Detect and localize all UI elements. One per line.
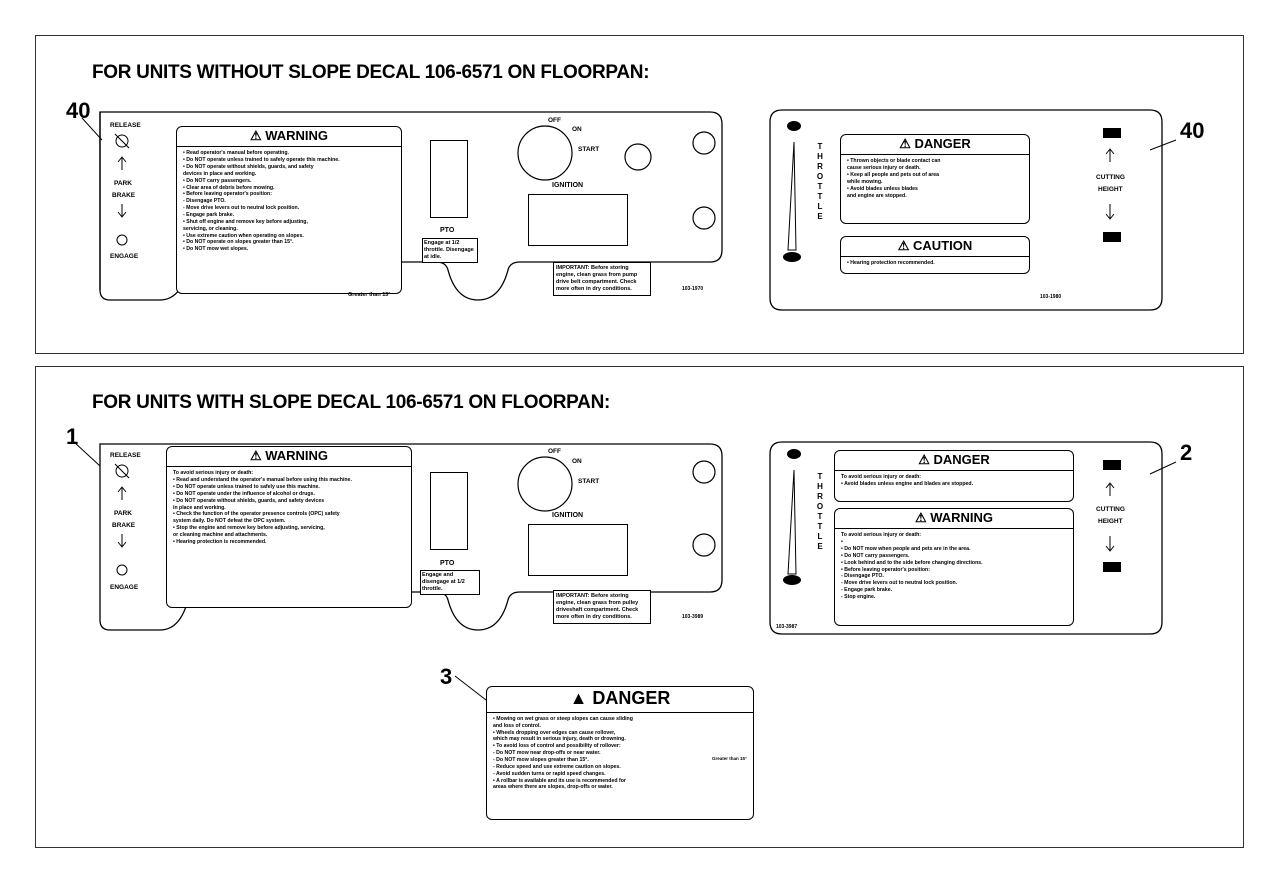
caution-title: ⚠ CAUTION (841, 237, 1029, 258)
park-label-2: PARK (114, 510, 132, 517)
ignition-off: OFF (548, 117, 561, 124)
callout-40-right: 40 (1180, 118, 1205, 143)
ignition-on-2: ON (572, 458, 582, 465)
section1-heading: FOR UNITS WITHOUT SLOPE DECAL 106-6571 O… (92, 62, 650, 83)
pto-note-2: Engage and disengage at 1/2 throttle. (420, 570, 480, 595)
part-number-right: 103-1980 (1040, 294, 1062, 300)
release-label-2: RELEASE (110, 452, 141, 459)
warning-box: ⚠ WARNING • Read operator's manual befor… (176, 126, 402, 294)
height-label: HEIGHT (1098, 186, 1123, 193)
danger-lines: • Thrown objects or blade contact can ca… (847, 158, 941, 199)
part-number: 103-1970 (682, 286, 704, 292)
hour-meter-window-2 (528, 524, 628, 576)
slope-danger-decal: ▲ DANGER • Mowing on wet grass or steep … (486, 686, 754, 820)
callout-1: 1 (66, 424, 79, 449)
slope-danger-title: ▲ DANGER (487, 687, 753, 713)
park-label: PARK (114, 180, 132, 187)
cutting-label-2: CUTTING (1096, 506, 1125, 513)
ignition-label: IGNITION (552, 182, 584, 189)
warning-lines-2: To avoid serious injury or death: • Read… (173, 470, 352, 545)
ignition-off-2: OFF (548, 448, 561, 455)
warning-title: ⚠ WARNING (177, 127, 401, 148)
caution-box: ⚠ CAUTION • Hearing protection recommend… (840, 236, 1030, 274)
danger-box-2: ⚠ DANGER To avoid serious injury or deat… (834, 450, 1074, 502)
warning-box-right-2: ⚠ WARNING To avoid serious injury or dea… (834, 508, 1074, 626)
release-label: RELEASE (110, 122, 141, 129)
slope-danger-lines: • Mowing on wet grass or steep slopes ca… (493, 715, 633, 791)
callout-3: 3 (440, 664, 453, 689)
warning-box-2: ⚠ WARNING To avoid serious injury or dea… (166, 446, 412, 608)
important-note: IMPORTANT: Before storing engine, clean … (553, 262, 651, 296)
danger-lines-2: To avoid serious injury or death: • Avoi… (841, 474, 974, 488)
important-note-2: IMPORTANT: Before storing engine, clean … (553, 590, 651, 624)
danger-title-2: ⚠ DANGER (835, 451, 1073, 472)
engage-label: ENGAGE (110, 253, 139, 260)
slope-note: Greater than 15° (348, 292, 391, 298)
part-number-right-2: 103-3987 (776, 624, 798, 630)
ignition-label-2: IGNITION (552, 512, 584, 519)
height-label-2: HEIGHT (1098, 518, 1123, 525)
cutting-label: CUTTING (1096, 174, 1125, 181)
warning-lines: • Read operator's manual before operatin… (183, 150, 340, 253)
part-number-2: 103-3989 (682, 614, 704, 620)
ignition-on: ON (572, 126, 582, 133)
warning-lines-right-2: To avoid serious injury or death: • • Do… (841, 532, 983, 601)
brake-label: BRAKE (112, 192, 136, 199)
ignition-start-2: START (578, 478, 600, 485)
engage-label-2: ENGAGE (110, 584, 139, 591)
warning-title-right-2: ⚠ WARNING (835, 509, 1073, 530)
pto-window-2 (430, 472, 468, 550)
slope-note-2: Greater than 15° (712, 756, 747, 761)
section2-heading: FOR UNITS WITH SLOPE DECAL 106-6571 ON F… (92, 392, 611, 413)
ignition-start: START (578, 146, 600, 153)
pto-label-2: PTO (440, 560, 455, 567)
danger-box: ⚠ DANGER • Thrown objects or blade conta… (840, 134, 1030, 224)
hour-meter-window (528, 194, 628, 246)
warning-title-2: ⚠ WARNING (167, 447, 411, 468)
callout-2: 2 (1180, 440, 1193, 465)
brake-label-2: BRAKE (112, 522, 136, 529)
danger-title: ⚠ DANGER (841, 135, 1029, 156)
pto-note: Engage at 1/2 throttle. Disengage at idl… (422, 238, 478, 263)
pto-label: PTO (440, 227, 455, 234)
caution-lines: • Hearing protection recommended. (847, 260, 935, 267)
callout-40-left: 40 (66, 98, 91, 123)
pto-window (430, 140, 468, 218)
